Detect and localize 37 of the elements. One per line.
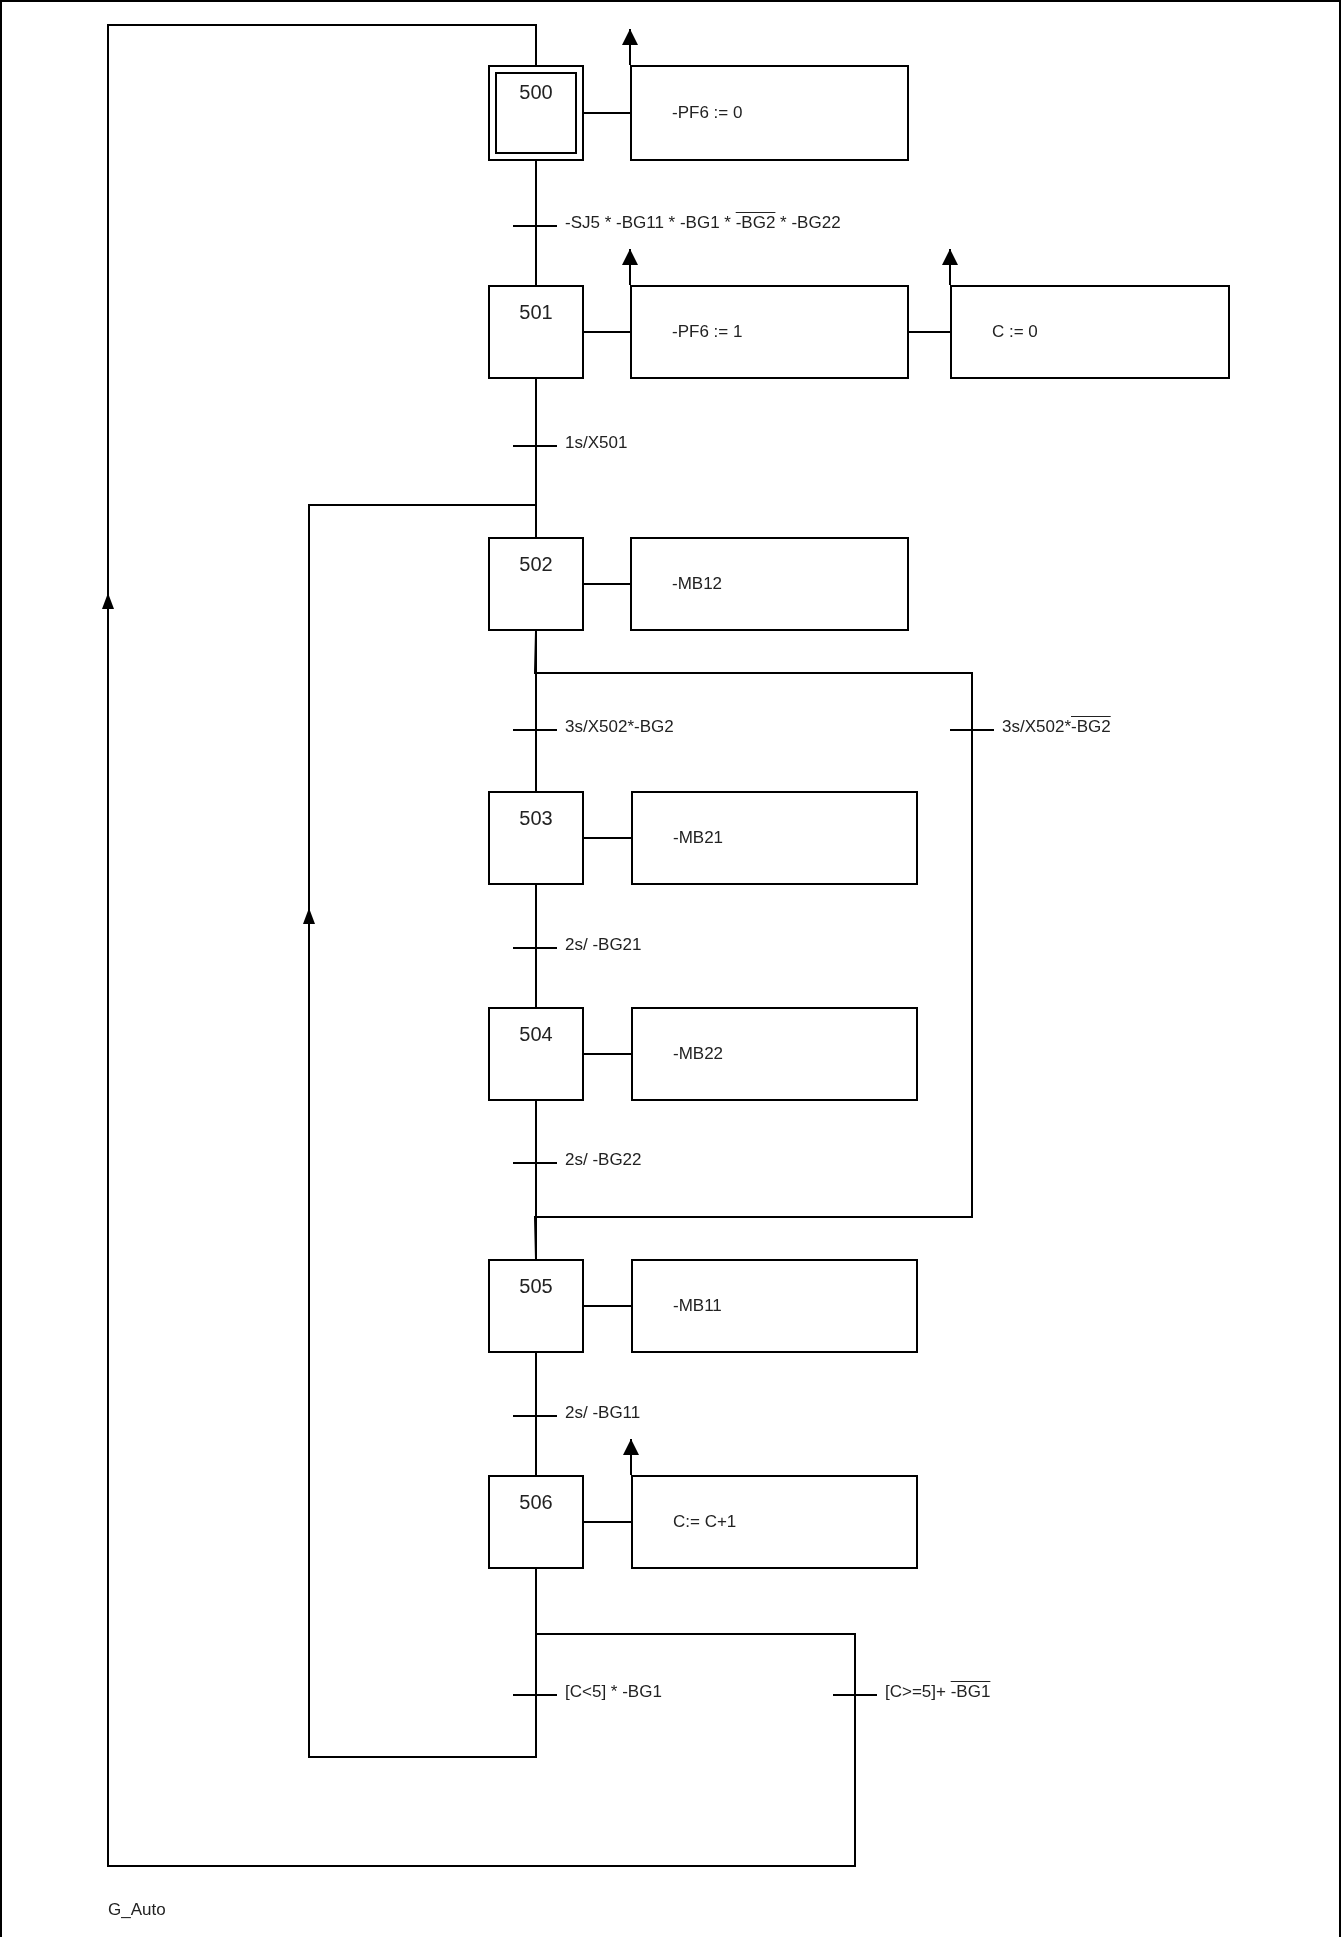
step-number: 504 <box>519 1023 553 1046</box>
stored-action-arrow <box>622 28 638 66</box>
step-box <box>488 1007 584 1101</box>
action-box <box>950 285 1230 379</box>
action-text: -MB21 <box>673 828 724 848</box>
step-number: 505 <box>519 1275 553 1298</box>
step-box <box>488 285 584 379</box>
action-box <box>631 791 918 885</box>
action-box <box>630 65 909 161</box>
action-text: C:= C+1 <box>673 1512 737 1532</box>
action-box <box>630 285 909 379</box>
stored-action-arrow <box>942 248 958 286</box>
action-text: -MB22 <box>673 1044 724 1064</box>
step-box <box>488 1475 584 1569</box>
initial-step-box <box>488 65 584 161</box>
step-number: 500 <box>519 81 553 104</box>
stored-action-arrow <box>623 1438 639 1476</box>
action-box <box>630 537 909 631</box>
stored-action-arrow <box>622 248 638 286</box>
action-box <box>631 1475 918 1569</box>
action-box <box>631 1259 918 1353</box>
transition-condition: [C<5] * -BG1 <box>563 1682 664 1702</box>
caption: G_Auto <box>108 1900 166 1920</box>
action-text: -PF6 := 1 <box>672 322 743 342</box>
step-box <box>488 1259 584 1353</box>
step-number: 503 <box>519 807 553 830</box>
step-box <box>488 791 584 885</box>
step-number: 506 <box>519 1491 553 1514</box>
action-text: -MB11 <box>673 1296 722 1316</box>
step-box <box>488 537 584 631</box>
action-text: C := 0 <box>992 322 1038 342</box>
step-number: 501 <box>519 301 553 324</box>
action-box <box>631 1007 918 1101</box>
action-text: -MB12 <box>672 574 723 594</box>
action-text: -PF6 := 0 <box>672 103 743 123</box>
transition-condition: [C>=5]+ -BG1 <box>883 1682 993 1702</box>
step-number: 502 <box>519 553 553 576</box>
